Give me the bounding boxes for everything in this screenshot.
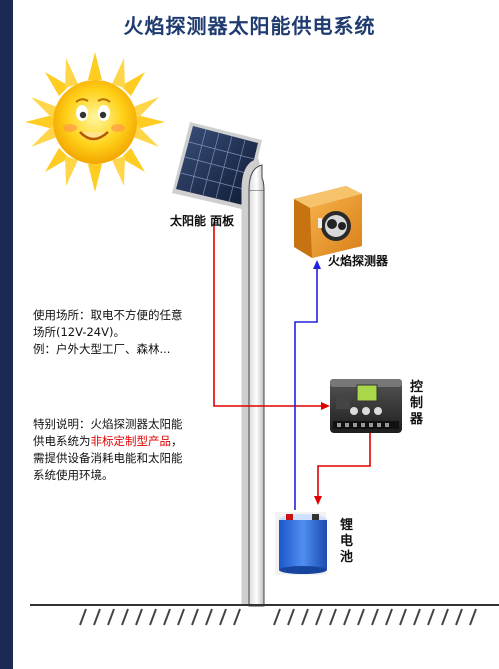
controller-icon [330,379,402,433]
solar-panel-label: 太阳能 面板 [170,214,235,228]
usage-line-1: 使用场所：取电不方便的任意 [33,308,183,322]
usage-line-3: 例：户外大型工厂、森林... [33,342,171,356]
page-title: 火焰探测器太阳能供电系统 [123,14,376,38]
lithium-battery-icon [275,512,327,575]
special-highlight: 非标定制型产品 [90,434,172,448]
flame-detector-label: 火焰探测器 [328,254,389,268]
special-note: 特别说明：火焰探测器太阳能 供电系统为非标定制型产品， 需提供设备消耗电能和太阳… [33,416,213,484]
pole [241,158,265,607]
wire-controller-to-battery [314,433,371,505]
controller-label: 控制器 [410,380,424,427]
usage-line-2: 场所(12V-24V)。 [33,325,125,339]
wire-battery-to-detector [294,260,321,510]
special-line-3: 需提供设备消耗电能和太阳能 [33,451,183,465]
solar-panel-icon [172,122,262,210]
special-line-2-prefix: 供电系统为 [33,434,91,448]
special-line-2: 供电系统为非标定制型产品， [33,433,213,450]
sun-icon [25,52,165,192]
wire-panel-to-controller [213,222,330,410]
special-line-4: 系统使用环境。 [33,468,114,482]
battery-label: 锂电池 [340,518,354,565]
usage-note: 使用场所：取电不方便的任意 场所(12V-24V)。 例：户外大型工厂、森林..… [33,307,208,358]
special-line-1: 特别说明：火焰探测器太阳能 [33,417,183,431]
flame-detector-icon [294,186,362,258]
special-line-2-suffix: ， [171,434,183,448]
left-accent-bar [0,0,13,669]
ground [30,604,499,626]
